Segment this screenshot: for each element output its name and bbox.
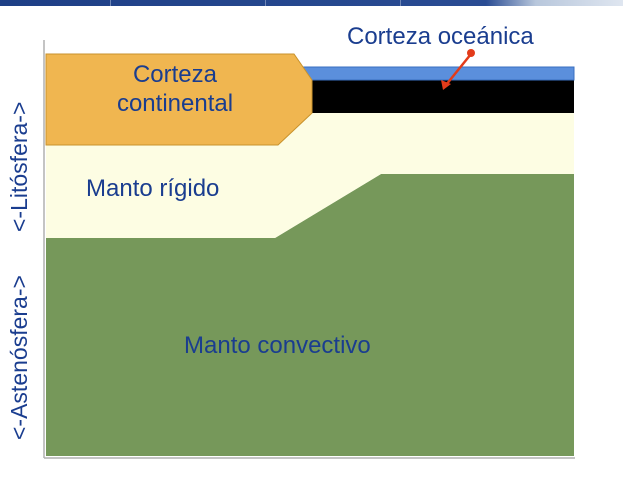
oceanic-crust-pointer-line bbox=[445, 53, 472, 86]
rigid-mantle-label: Manto rígido bbox=[86, 175, 220, 202]
lithosphere-side-label: <-Litósfera-> bbox=[6, 101, 32, 232]
band-separator bbox=[110, 0, 111, 6]
convective-mantle-label: Manto convectivo bbox=[184, 332, 371, 359]
top-decorative-band bbox=[0, 0, 623, 6]
asthenosphere-side-label: <-Astenósfera-> bbox=[6, 275, 32, 440]
continental-crust-label-line2: continental bbox=[116, 90, 234, 118]
oceanic-crust-pointer-arrowhead bbox=[441, 80, 451, 90]
band-separator bbox=[400, 0, 401, 6]
rigid-mantle-layer bbox=[46, 113, 574, 238]
oceanic-crust-layer bbox=[294, 66, 575, 81]
band-separator bbox=[265, 0, 266, 6]
oceanic-crust-pointer-dot bbox=[467, 49, 475, 57]
continental-crust-label: Corteza continental bbox=[90, 61, 260, 118]
continental-crust-label-line1: Corteza bbox=[132, 61, 218, 88]
convective-mantle-layer bbox=[46, 174, 574, 456]
continental-crust-layer bbox=[45, 53, 313, 146]
oceanic-crust-label: Corteza oceánica bbox=[347, 23, 534, 50]
oceanic-crust-black-layer bbox=[306, 80, 574, 113]
